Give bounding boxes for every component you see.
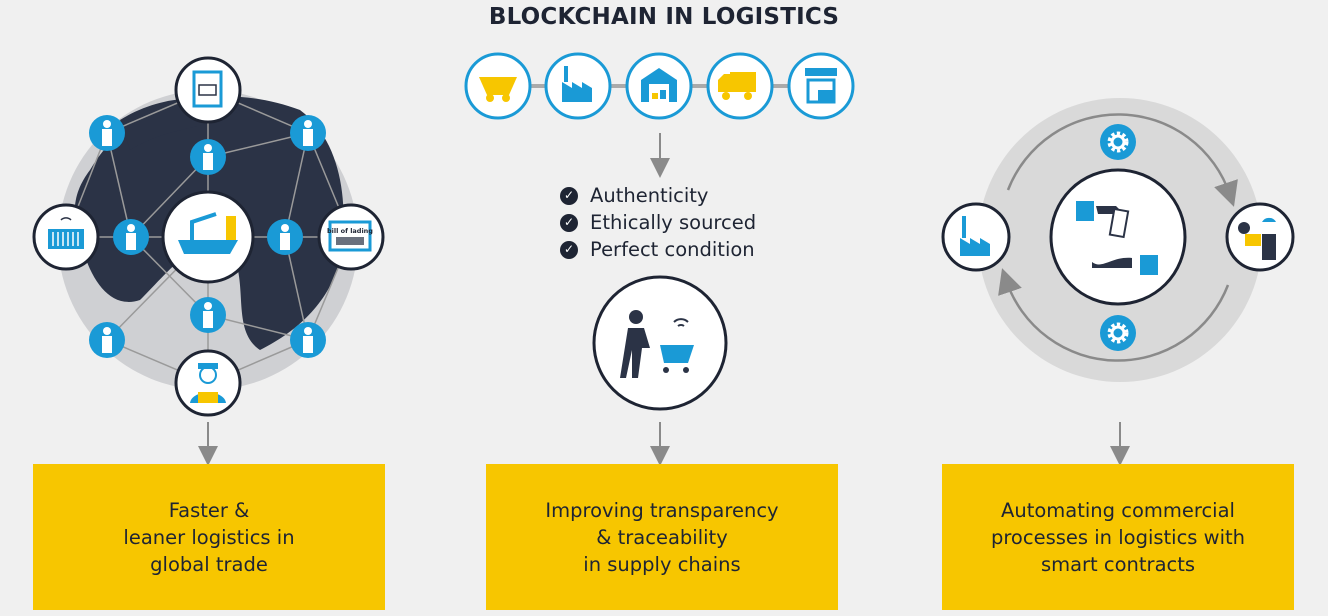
gear-icon — [1100, 124, 1136, 160]
shopper-icon — [592, 275, 728, 411]
checklist: ✓Authenticity ✓Ethically sourced ✓Perfec… — [560, 182, 756, 263]
checklist-item: ✓Ethically sourced — [560, 209, 756, 236]
bill-of-lading-label: bill of lading — [327, 227, 373, 235]
store-icon — [787, 52, 855, 120]
check-icon: ✓ — [560, 213, 578, 232]
check-icon: ✓ — [560, 186, 578, 205]
payment-hands-icon — [1049, 168, 1187, 306]
ship-icon — [161, 190, 255, 284]
globe-network: bill of lading — [32, 56, 385, 466]
benefit-box-global-trade: Faster & leaner logistics in global trad… — [33, 464, 385, 610]
check-icon: ✓ — [560, 240, 578, 259]
supply-chain — [464, 52, 855, 466]
page-title: BLOCKCHAIN IN LOGISTICS — [488, 4, 840, 30]
smart-contract-cycle — [941, 98, 1295, 466]
benefit-box-transparency: Improving transparency & traceability in… — [486, 464, 838, 610]
checklist-item: ✓Perfect condition — [560, 236, 756, 263]
gear-icon — [1100, 315, 1136, 351]
customs-officer-icon — [174, 349, 242, 417]
document-icon — [174, 56, 242, 124]
bill-of-lading-icon: bill of lading — [317, 203, 385, 271]
benefit-box-smart-contracts: Automating commercial processes in logis… — [942, 464, 1294, 610]
factory-icon — [941, 202, 1011, 272]
courier-icon — [1225, 202, 1295, 272]
container-icon — [32, 203, 100, 271]
checklist-item: ✓Authenticity — [560, 182, 756, 209]
